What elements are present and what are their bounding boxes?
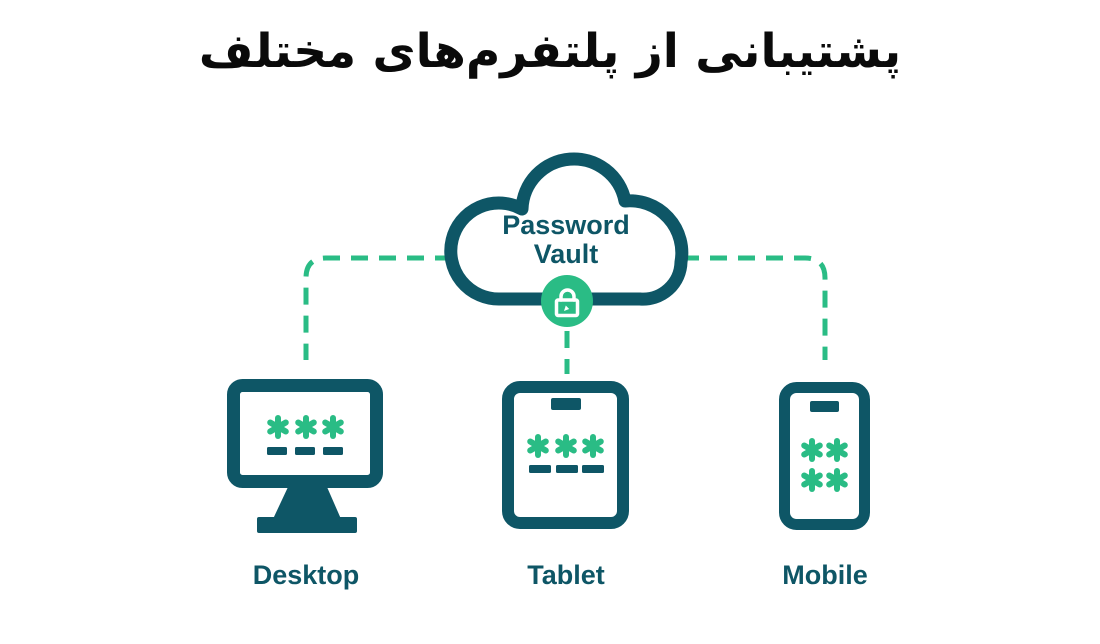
mobile-label: Mobile (782, 560, 868, 590)
connector-cloud-to-mobile (682, 255, 828, 360)
tablet-label: Tablet (527, 560, 605, 590)
lock-icon (541, 275, 593, 327)
tablet-icon (502, 381, 629, 529)
cloud-label-line1: Password (502, 210, 630, 240)
mobile-phone-icon (779, 382, 870, 530)
page-title: پشتیبانی از پلتفرم‌های مختلف (198, 24, 902, 79)
desktop-label: Desktop (252, 560, 360, 590)
desktop-monitor-icon (227, 379, 383, 533)
connector-cloud-to-desktop (303, 255, 452, 360)
cloud-label-line2: Vault (533, 239, 599, 269)
cloud-label: Password Vault (466, 211, 666, 269)
cloud-icon (444, 152, 689, 306)
